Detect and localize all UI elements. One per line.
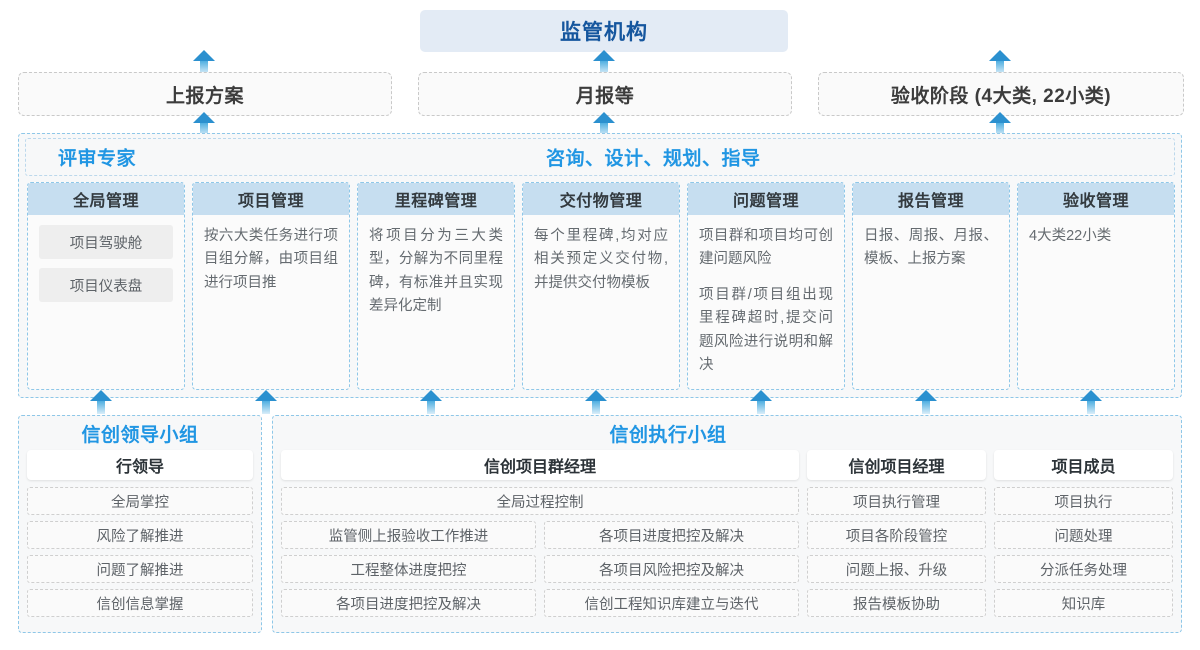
project-member-item[interactable]: 知识库 [994, 589, 1173, 617]
program-manager-item-full[interactable]: 全局过程控制 [281, 487, 799, 515]
program-manager-item[interactable]: 监管侧上报验收工作推进 [281, 521, 536, 549]
column-acceptance-management[interactable]: 验收管理 4大类22小类 [1017, 182, 1175, 390]
pill-item[interactable]: 项目仪表盘 [39, 268, 173, 302]
management-panel: 评审专家 咨询、设计、规划、指导 全局管理 项目驾驶舱 项目仪表盘 项目管理 按… [18, 133, 1182, 398]
arrow-up-report-3 [989, 50, 1011, 74]
pill-item[interactable]: 项目驾驶舱 [39, 225, 173, 259]
column-header: 项目管理 [193, 183, 349, 215]
label-consulting: 咨询、设计、规划、指导 [546, 148, 761, 170]
column-header: 验收管理 [1018, 183, 1174, 215]
leadership-group-panel: 信创领导小组 行领导 全局掌控 风险了解推进 问题了解推进 信创信息掌握 [18, 415, 262, 633]
column-report-management[interactable]: 报告管理 日报、周报、月报、模板、上报方案 [852, 182, 1010, 390]
execution-right-columns: 信创项目经理 项目执行管理 项目各阶段管控 问题上报、升级 报告模板协助 项目成… [807, 450, 1173, 617]
column-header: 里程碑管理 [358, 183, 514, 215]
leadership-item[interactable]: 信创信息掌握 [27, 589, 253, 617]
management-columns: 全局管理 项目驾驶舱 项目仪表盘 项目管理 按六大类任务进行项目组分解，由项目组… [27, 182, 1175, 390]
program-manager-column: 信创项目群经理 全局过程控制 监管侧上报验收工作推进 工程整体进度把控 各项目进… [281, 450, 799, 617]
arrow-up-mid-1 [193, 112, 215, 136]
program-manager-item[interactable]: 各项目风险把控及解决 [544, 555, 799, 583]
program-manager-right-col: 各项目进度把控及解决 各项目风险把控及解决 信创工程知识库建立与迭代 [544, 521, 799, 617]
arrow-up-col-4 [585, 390, 607, 414]
report-box-acceptance[interactable]: 验收阶段 (4大类, 22小类) [818, 72, 1184, 116]
arrow-up-col-6 [915, 390, 937, 414]
column-deliverable-management[interactable]: 交付物管理 每个里程碑,均对应相关预定义交付物,并提供交付物模板 [522, 182, 680, 390]
report-box-plan[interactable]: 上报方案 [18, 72, 392, 116]
program-manager-grid: 监管侧上报验收工作推进 工程整体进度把控 各项目进度把控及解决 各项目进度把控及… [281, 521, 799, 617]
project-member-item[interactable]: 项目执行 [994, 487, 1173, 515]
program-manager-item[interactable]: 各项目进度把控及解决 [544, 521, 799, 549]
leadership-item[interactable]: 风险了解推进 [27, 521, 253, 549]
program-manager-item[interactable]: 各项目进度把控及解决 [281, 589, 536, 617]
program-manager-role-header: 信创项目群经理 [281, 450, 799, 480]
program-manager-left-col: 监管侧上报验收工作推进 工程整体进度把控 各项目进度把控及解决 [281, 521, 536, 617]
project-manager-item[interactable]: 报告模板协助 [807, 589, 986, 617]
project-manager-item[interactable]: 项目执行管理 [807, 487, 986, 515]
column-paragraph: 日报、周报、月报、模板、上报方案 [864, 228, 998, 268]
project-manager-item[interactable]: 项目各阶段管控 [807, 521, 986, 549]
column-body: 项目驾驶舱 项目仪表盘 [28, 215, 184, 389]
column-body: 按六大类任务进行项目组分解，由项目组进行项目推 [193, 215, 349, 389]
project-manager-role-header: 信创项目经理 [807, 450, 986, 480]
column-milestone-management[interactable]: 里程碑管理 将项目分为三大类型，分解为不同里程碑，有标准并且实现差异化定制 [357, 182, 515, 390]
leadership-item[interactable]: 问题了解推进 [27, 555, 253, 583]
arrow-up-col-7 [1080, 390, 1102, 414]
arrow-up-col-3 [420, 390, 442, 414]
regulator-box: 监管机构 [420, 10, 788, 52]
execution-group-panel: 信创执行小组 信创项目群经理 全局过程控制 监管侧上报验收工作推进 工程整体进度… [272, 415, 1182, 633]
column-project-management[interactable]: 项目管理 按六大类任务进行项目组分解，由项目组进行项目推 [192, 182, 350, 390]
column-header: 全局管理 [28, 183, 184, 215]
arrow-up-col-1 [90, 390, 112, 414]
project-manager-column: 信创项目经理 项目执行管理 项目各阶段管控 问题上报、升级 报告模板协助 [807, 450, 986, 617]
column-paragraph: 将项目分为三大类型，分解为不同里程碑，有标准并且实现差异化定制 [369, 228, 503, 315]
arrow-up-report-1 [193, 50, 215, 74]
project-manager-item[interactable]: 问题上报、升级 [807, 555, 986, 583]
program-manager-item[interactable]: 工程整体进度把控 [281, 555, 536, 583]
column-header: 交付物管理 [523, 183, 679, 215]
project-member-item[interactable]: 问题处理 [994, 521, 1173, 549]
column-paragraph: 4大类22小类 [1029, 228, 1112, 244]
arrow-up-col-2 [255, 390, 277, 414]
management-panel-header: 评审专家 咨询、设计、规划、指导 [25, 138, 1175, 176]
column-header: 报告管理 [853, 183, 1009, 215]
column-paragraph: 每个里程碑,均对应相关预定义交付物,并提供交付物模板 [534, 228, 668, 291]
leadership-group-title: 信创领导小组 [81, 425, 199, 446]
project-member-item[interactable]: 分派任务处理 [994, 555, 1173, 583]
column-paragraph: 项目群/项目组出现里程碑超时,提交问题风险进行说明和解决 [699, 286, 833, 374]
project-member-role-header: 项目成员 [994, 450, 1173, 480]
label-review-experts: 评审专家 [58, 148, 137, 170]
arrow-up-mid-3 [989, 112, 1011, 136]
column-paragraph: 项目群和项目均可创建问题风险 [699, 228, 833, 268]
execution-group-title: 信创执行小组 [609, 425, 727, 446]
arrow-up-report-2 [593, 50, 615, 74]
column-body: 将项目分为三大类型，分解为不同里程碑，有标准并且实现差异化定制 [358, 215, 514, 389]
column-body: 4大类22小类 [1018, 215, 1174, 389]
column-body: 每个里程碑,均对应相关预定义交付物,并提供交付物模板 [523, 215, 679, 389]
leadership-role-header: 行领导 [27, 450, 253, 480]
column-body: 项目群和项目均可创建问题风险 项目群/项目组出现里程碑超时,提交问题风险进行说明… [688, 215, 844, 389]
column-header: 问题管理 [688, 183, 844, 215]
report-row: 上报方案 月报等 验收阶段 (4大类, 22小类) [0, 72, 1200, 116]
arrow-up-mid-2 [593, 112, 615, 136]
report-box-monthly[interactable]: 月报等 [418, 72, 792, 116]
leadership-item[interactable]: 全局掌控 [27, 487, 253, 515]
column-paragraph: 按六大类任务进行项目组分解，由项目组进行项目推 [204, 228, 338, 291]
column-global-management[interactable]: 全局管理 项目驾驶舱 项目仪表盘 [27, 182, 185, 390]
project-member-column: 项目成员 项目执行 问题处理 分派任务处理 知识库 [994, 450, 1173, 617]
column-body: 日报、周报、月报、模板、上报方案 [853, 215, 1009, 389]
execution-columns: 信创项目群经理 全局过程控制 监管侧上报验收工作推进 工程整体进度把控 各项目进… [281, 450, 1173, 617]
arrow-up-col-5 [750, 390, 772, 414]
program-manager-item[interactable]: 信创工程知识库建立与迭代 [544, 589, 799, 617]
column-issue-management[interactable]: 问题管理 项目群和项目均可创建问题风险 项目群/项目组出现里程碑超时,提交问题风… [687, 182, 845, 390]
